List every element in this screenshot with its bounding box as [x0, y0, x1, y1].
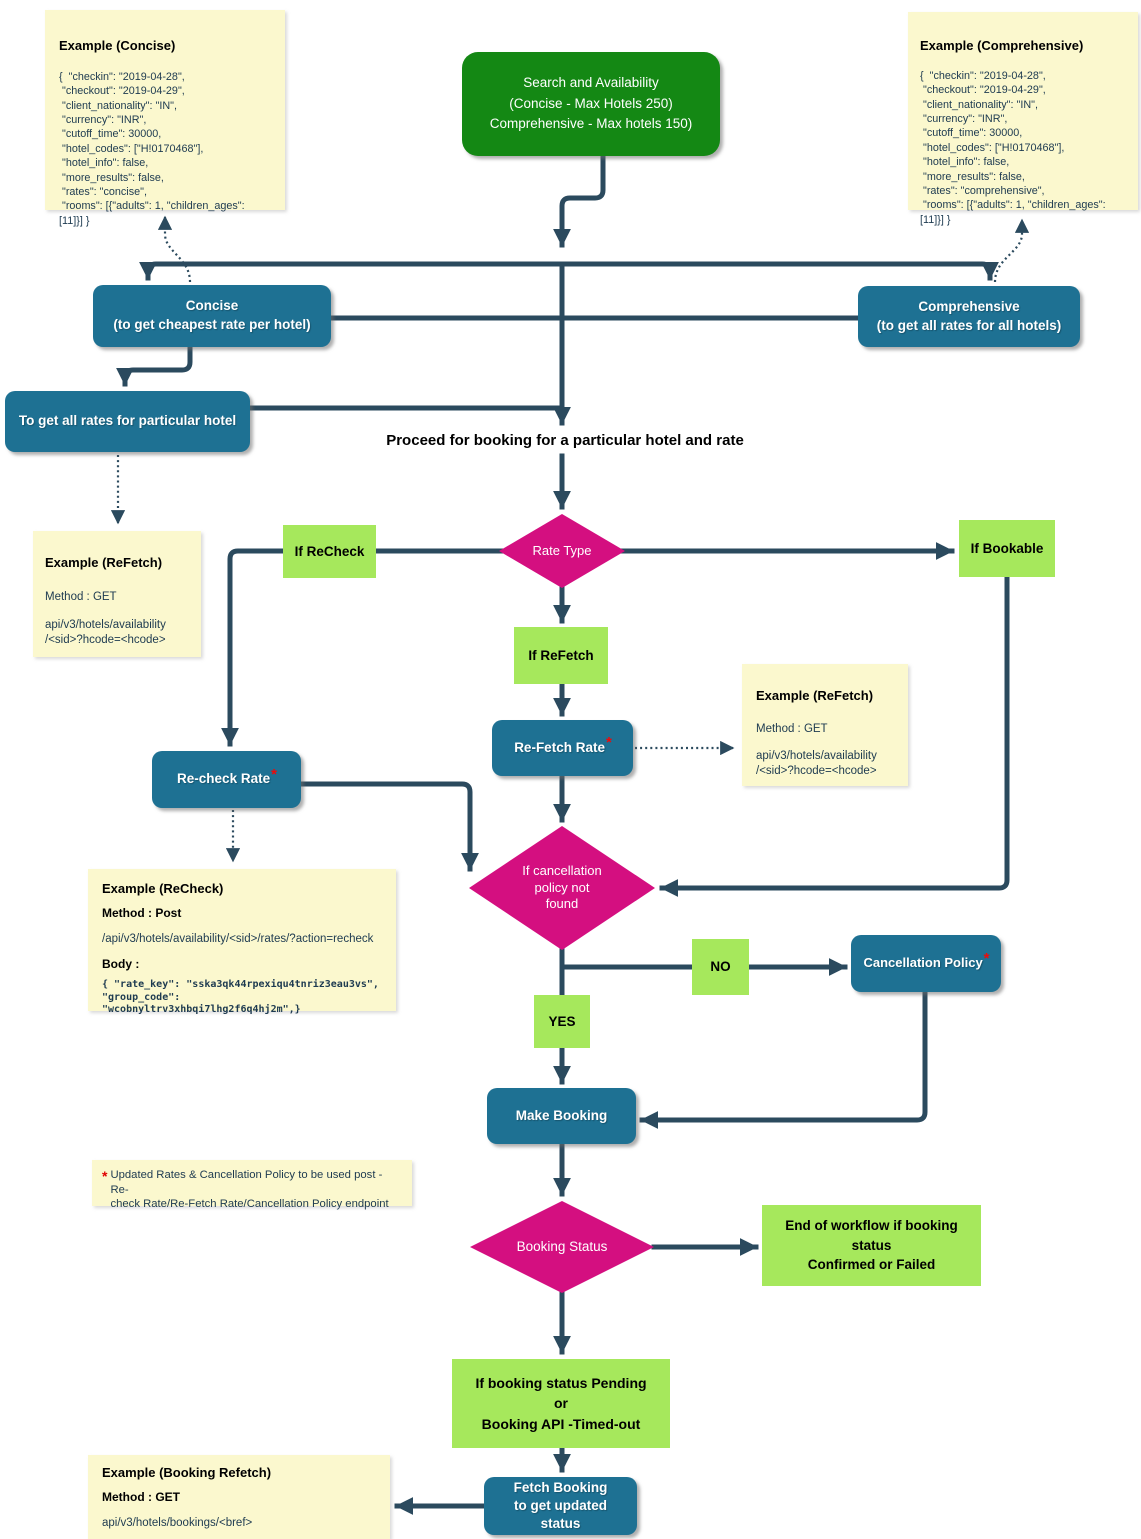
yes-node: YES — [534, 995, 590, 1048]
note-url: api/v3/hotels/availability /<sid>?hcode=… — [756, 749, 877, 777]
note-title: Example (ReFetch) — [756, 688, 874, 703]
note-example-comprehensive: Example (Comprehensive) { "checkin": "20… — [908, 12, 1138, 226]
note-example-refetch-right: Example (ReFetch) Method : GET api/v3/ho… — [742, 664, 908, 786]
recheck-rate-label: Re-check Rate — [177, 771, 271, 787]
connector-recheckrate-to-canceldiamond — [298, 781, 479, 872]
end-of-workflow-node: End of workflow if booking status Confir… — [762, 1205, 981, 1286]
note-body: { "checkin": "2019-04-28", "checkout": "… — [920, 70, 1106, 226]
connector-search-to-branch — [553, 152, 606, 248]
recheck-rate-node: Re-check Rate* — [152, 751, 301, 808]
note-body: { "checkin": "2019-04-28", "checkout": "… — [59, 71, 245, 227]
footnote-text: Updated Rates & Cancellation Policy to b… — [110, 1169, 389, 1211]
connector-ifrecheck-to-recheckrate — [221, 548, 286, 747]
note-title: Example (Comprehensive) — [920, 38, 1084, 53]
note-example-refetch-left: Example (ReFetch) Method : GET api/v3/ho… — [33, 531, 201, 657]
booking-pending-node: If booking status Pending or Booking API… — [452, 1359, 670, 1448]
comprehensive-node: Comprehensive (to get all rates for all … — [858, 286, 1080, 347]
note-method: Method : GET — [102, 1490, 180, 1504]
proceed-text: Proceed for booking for a particular hot… — [386, 432, 744, 449]
connector-branch-to-concise — [139, 261, 565, 281]
note-example-recheck: Example (ReCheck) Method : Post /api/v3/… — [88, 869, 396, 1015]
note-request-body: { "rate_key": "sska3qk44rpexiqu4tnriz3ea… — [102, 979, 379, 1016]
connector-concise-to-allrates — [116, 344, 193, 387]
note-method: Method : GET — [756, 723, 828, 735]
search-availability-node: Search and Availability (Concise - Max H… — [462, 52, 720, 156]
note-url: api/v3/hotels/availability /<sid>?hcode=… — [45, 618, 166, 646]
refetch-rate-label: Re-Fetch Rate — [514, 739, 605, 755]
connector-branch-to-comprehensive — [559, 261, 999, 281]
note-footnote: * Updated Rates & Cancellation Policy to… — [92, 1160, 412, 1210]
if-bookable-node: If Bookable — [959, 520, 1055, 577]
note-method: Method : Post — [102, 906, 182, 920]
asterisk-icon: * — [102, 1168, 108, 1184]
note-title: Example (ReFetch) — [45, 555, 163, 570]
cancellation-policy-label: Cancellation Policy — [863, 955, 983, 971]
fetch-booking-node: Fetch Booking to get updated status — [484, 1477, 637, 1535]
connector-policy-to-makebooking — [639, 989, 928, 1129]
note-url: /api/v3/hotels/availability/<sid>/rates/… — [102, 932, 374, 945]
make-booking-node: Make Booking — [487, 1088, 636, 1144]
note-title: Example (Booking Refetch) — [102, 1465, 272, 1480]
if-refetch-node: If ReFetch — [514, 627, 608, 684]
note-url: api/v3/hotels/bookings/<bref> — [102, 1516, 253, 1529]
refetch-rate-node: Re-Fetch Rate* — [492, 720, 633, 776]
all-rates-particular-hotel-node: To get all rates for particular hotel — [5, 391, 250, 452]
note-example-booking-refetch: Example (Booking Refetch) Method : GET a… — [88, 1455, 390, 1539]
no-node: NO — [692, 939, 749, 995]
if-recheck-node: If ReCheck — [283, 525, 376, 578]
note-body-label: Body : — [102, 956, 140, 971]
note-title: Example (Concise) — [59, 38, 176, 53]
note-example-concise: Example (Concise) { "checkin": "2019-04-… — [45, 10, 285, 227]
dotted-comprehensive-to-note — [993, 218, 1030, 283]
note-title: Example (ReCheck) — [102, 881, 224, 896]
note-method: Method : GET — [45, 591, 117, 603]
cancellation-policy-node: Cancellation Policy* — [851, 935, 1001, 992]
connector-ifbookable-to-canceldiamond — [659, 574, 1010, 897]
concise-node: Concise (to get cheapest rate per hotel) — [93, 285, 331, 347]
